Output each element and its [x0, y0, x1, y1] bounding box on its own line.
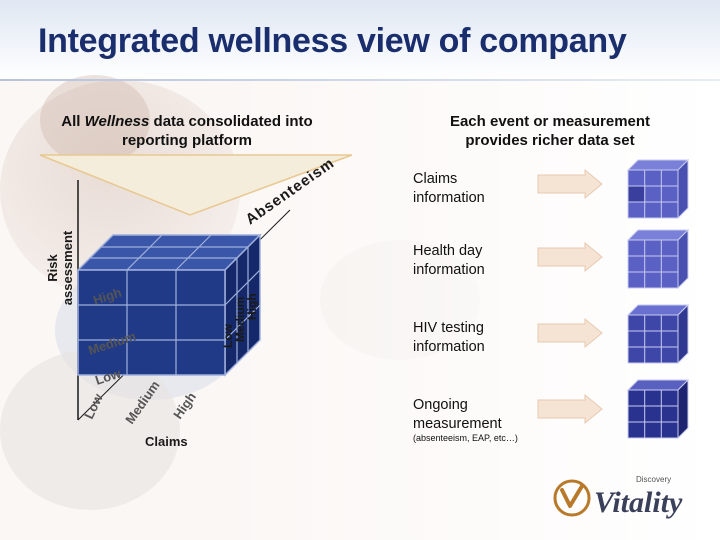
title-divider: [0, 79, 720, 81]
event-hiv-testing-line1: HIV testing: [413, 320, 484, 336]
event-hiv-testing-line2: information: [413, 339, 485, 355]
event-health-day-line2: information: [413, 262, 485, 278]
claims-axis-label: Claims: [145, 434, 188, 449]
risk-axis-label-line1: Risk: [45, 254, 60, 282]
side-level-high: High: [245, 293, 259, 320]
vitality-logo: Discovery Vitality: [553, 475, 683, 519]
event-health-day-line1: Health day: [413, 243, 483, 259]
logo-brand-label: Vitality: [594, 486, 683, 519]
event-health-day: Health day information: [413, 242, 485, 280]
bottom-level-low: Low: [81, 391, 106, 422]
risk-axis-label-line2: assessment: [60, 230, 75, 305]
arrow-hiv-testing: [537, 317, 603, 349]
small-cube-claims: [626, 158, 690, 220]
left-heading-suffix: data consolidated into reporting platfor…: [122, 113, 313, 149]
bottom-level-high: High: [170, 389, 199, 421]
small-cube-health-day: [626, 228, 690, 290]
left-heading: All Wellness data consolidated into repo…: [48, 112, 326, 150]
small-cube-hiv-testing: [626, 303, 690, 365]
side-level-medium: Medium: [233, 297, 247, 342]
event-claims-line1: Claims: [413, 171, 458, 187]
bottom-level-medium: Medium: [122, 378, 162, 427]
left-heading-prefix: All: [61, 113, 85, 130]
event-hiv-testing: HIV testing information: [413, 319, 485, 357]
event-ongoing-line2: measurement: [413, 416, 502, 432]
event-claims: Claims information: [413, 170, 485, 208]
small-cube-ongoing-measurement: [626, 378, 690, 440]
cube-front-face: [77, 269, 226, 376]
logo-sub-label: Discovery: [636, 475, 671, 484]
consolidation-triangle: [39, 154, 353, 216]
event-ongoing-measurement: Ongoing measurement: [413, 396, 502, 434]
page-title: Integrated wellness view of company: [38, 22, 627, 60]
left-heading-emphasis: Wellness: [84, 113, 150, 130]
arrow-ongoing-measurement: [537, 393, 603, 425]
arrow-claims: [537, 168, 603, 200]
event-arrows: [537, 168, 603, 425]
event-ongoing-note: (absenteeism, EAP, etc…): [413, 433, 518, 443]
right-heading: Each event or measurement provides riche…: [449, 113, 651, 149]
side-level-low: Low: [221, 323, 235, 348]
event-ongoing-line1: Ongoing: [413, 397, 468, 413]
arrow-health-day: [537, 241, 603, 273]
event-claims-line2: information: [413, 190, 485, 206]
